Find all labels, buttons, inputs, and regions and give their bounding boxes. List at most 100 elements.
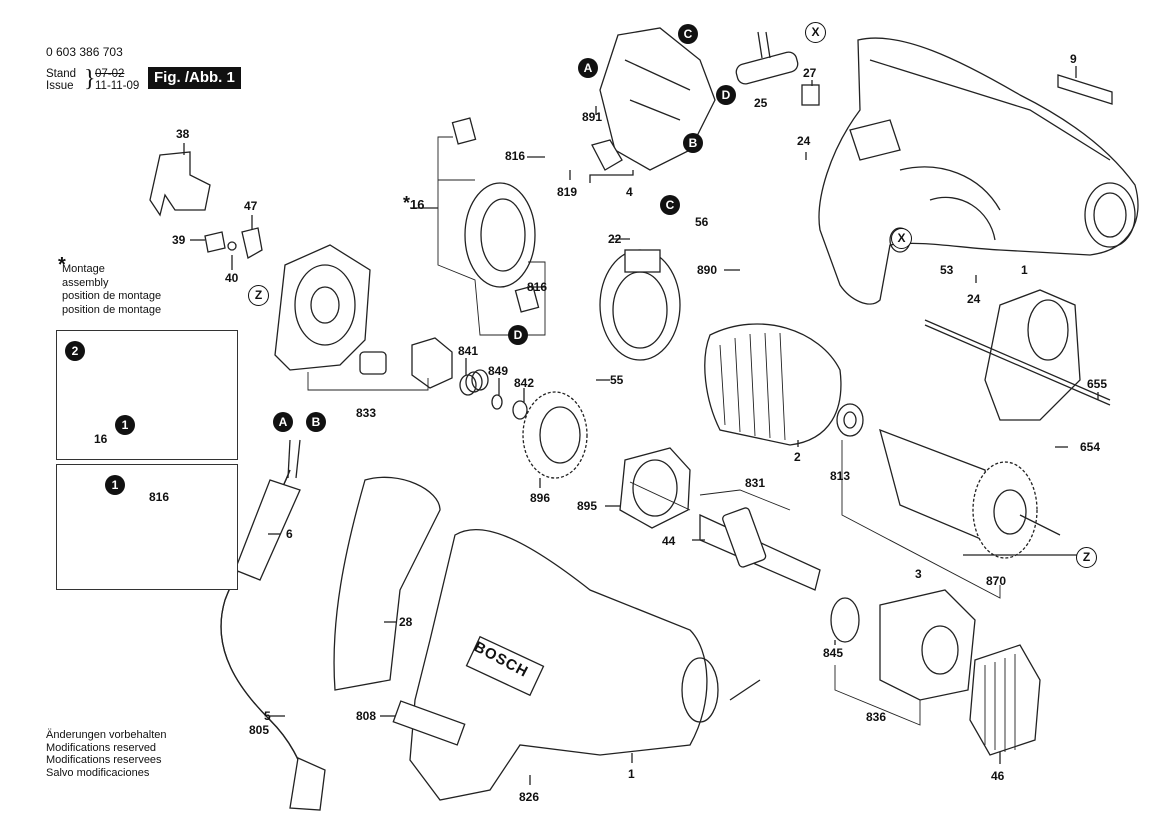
part-label: 805: [249, 723, 270, 737]
part-label: 24: [797, 134, 811, 148]
part-label: 849: [488, 364, 509, 378]
part-label: 819: [557, 185, 578, 199]
bearing-housing-shape: [619, 447, 691, 529]
stand-label: Stand: [46, 68, 77, 80]
modifications-notice: Änderungen vorbehalten Modifications res…: [46, 729, 166, 779]
bearing-bore: [632, 459, 678, 517]
part-label: 16: [410, 197, 425, 212]
assembly-note-line: assembly: [62, 276, 109, 289]
part-label-assembly: *16: [403, 194, 425, 212]
assembly-star-symbol: *: [403, 193, 411, 213]
gear-housing-shape: [834, 589, 976, 726]
part-label: 44: [662, 534, 676, 548]
part-label: 895: [577, 499, 598, 513]
part-label: 831: [745, 476, 766, 490]
assembly-note: Montage assembly position de montage pos…: [62, 263, 161, 317]
footer-line: Modifications reserved: [46, 741, 157, 754]
part-label: 841: [458, 344, 479, 358]
part-label: 40: [225, 271, 239, 285]
bearing-813-shape: [836, 403, 864, 437]
step-1-badge: 1: [115, 415, 135, 435]
label-strip-shape: [1057, 74, 1113, 105]
part-label: 27: [803, 66, 817, 80]
armature-shape: [841, 428, 1061, 599]
part-label: 46: [991, 769, 1005, 783]
connector-c-badge: C: [660, 195, 680, 215]
part-label: 896: [530, 491, 551, 505]
part-label: 891: [582, 110, 603, 124]
part-label: 25: [754, 96, 768, 110]
stator-shape: [704, 323, 842, 446]
part-label: 6: [286, 527, 293, 541]
ref-z-marker: Z: [1076, 547, 1097, 568]
power-cord-shape: [220, 439, 326, 811]
part-label: 845: [823, 646, 844, 660]
part-label: 53: [940, 263, 954, 277]
part-label: 24: [967, 292, 981, 306]
block-27-shape: [801, 84, 820, 106]
inset-brush-replacement: 1 816: [56, 464, 238, 590]
chuck-shape: [969, 644, 1041, 756]
dates: 07-02 11-11-09: [95, 68, 139, 92]
sleeve-845-shape: [830, 597, 860, 643]
part-label: 816: [505, 149, 526, 163]
part-label: 28: [399, 615, 413, 629]
bearing-813-bore: [843, 411, 857, 429]
part-label: 808: [356, 709, 377, 723]
assembly-note-line: position de montage: [62, 290, 162, 302]
brace-symbol: }: [84, 66, 96, 92]
step-2-badge: 2: [65, 341, 85, 361]
housing-half-shape: [818, 37, 1139, 305]
footer-line: Modifications reservees: [46, 754, 162, 766]
step-1-badge: 1: [105, 475, 125, 495]
part-label: 55: [610, 373, 624, 387]
part-label: 833: [356, 406, 377, 420]
circlip-shape: [491, 394, 503, 410]
handle-cover-shape: [333, 476, 441, 691]
connector-d-badge: D: [508, 325, 528, 345]
brush-plate-shape: [437, 117, 546, 336]
connector-b-badge: B: [306, 412, 326, 432]
switch-trigger-shape: [149, 151, 263, 259]
gear-shape: [522, 391, 588, 479]
inset-brush-plate-removal: 2 1 16: [56, 330, 238, 460]
washer-shape: [512, 400, 528, 420]
spindle-shape: [629, 481, 821, 591]
figure-label: Fig. /Abb. 1: [148, 67, 241, 89]
connector-a-badge: A: [578, 58, 598, 78]
footer-line: Salvo modificaciones: [46, 766, 150, 779]
inset-part-label: 816: [149, 490, 170, 504]
assembly-note-line: Montage: [62, 263, 105, 275]
inset-part-label: 16: [94, 432, 108, 446]
assembly-star-symbol: *: [58, 254, 66, 276]
part-label: 38: [176, 127, 190, 141]
footer-line: Änderungen vorbehalten: [46, 729, 167, 741]
part-label: 5: [264, 709, 271, 723]
part-label: 47: [244, 199, 258, 213]
part-label: 655: [1087, 377, 1108, 391]
part-label: 816: [527, 280, 548, 294]
part-25-shape: [735, 31, 799, 85]
issue-date: 11-11-09: [95, 80, 140, 92]
part-label: 870: [986, 574, 1007, 588]
drill-housing-shape: [392, 528, 719, 801]
part-label: 836: [866, 710, 887, 724]
stand-issue-labels: Stand Issue: [46, 68, 76, 92]
part-label: 4: [626, 185, 633, 199]
connector-d-badge: D: [716, 85, 736, 105]
part-label: 3: [915, 567, 922, 581]
part-label: 654: [1080, 440, 1101, 454]
spring-shape: [459, 369, 489, 396]
connector-b-badge: B: [683, 133, 703, 153]
part-label: 826: [519, 790, 540, 804]
part-label: 1: [628, 767, 635, 781]
part-label: 9: [1070, 52, 1077, 66]
part-label: 890: [697, 263, 718, 277]
part-label: 2: [794, 450, 801, 464]
assembly-note-line: position de montage: [62, 303, 162, 316]
leader-lines: [183, 66, 1099, 785]
end-shield-shape: [274, 244, 453, 391]
part-label: 1: [1021, 263, 1028, 277]
ref-x-marker: X: [805, 22, 826, 43]
stand-date: 07-02: [95, 68, 125, 80]
